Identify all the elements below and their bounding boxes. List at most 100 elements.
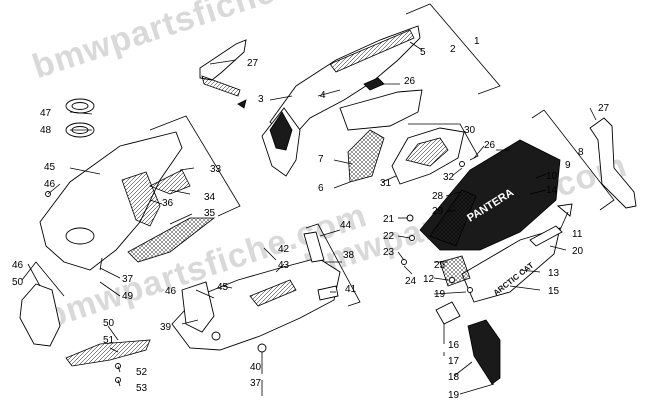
part-25-mesh — [439, 255, 471, 287]
part-belly-hole — [65, 227, 95, 245]
part-label-32: 32 — [443, 172, 455, 183]
part-label-15: 15 — [548, 286, 560, 297]
part-label-31: 31 — [380, 178, 392, 189]
part-18-lower-panel — [467, 319, 501, 385]
part-label-2: 2 — [450, 44, 456, 55]
part-label-8: 8 — [578, 147, 584, 158]
bracket-8-9 — [531, 109, 615, 211]
part-label-19b: 19 — [448, 390, 460, 401]
part-label-47: 47 — [40, 108, 52, 119]
part-label-42: 42 — [278, 244, 290, 255]
part-31-vent-inner — [405, 137, 449, 167]
part-32-screw — [459, 161, 465, 167]
part-label-41: 41 — [345, 284, 357, 295]
part-12-screw — [449, 277, 455, 283]
part-label-26b: 26 — [484, 140, 496, 151]
part-label-30: 30 — [464, 125, 476, 136]
part-50-side-panel — [19, 283, 61, 347]
part-4-windshield-dark — [269, 111, 293, 151]
part-34-panel — [149, 169, 191, 195]
part-bumper-hole — [211, 331, 221, 341]
part-15-side-panel — [461, 227, 561, 303]
part-labels: 1 2 3 4 5 6 7 8 9 10 11 12 13 14 15 16 1… — [12, 36, 610, 401]
part-40-fastener — [257, 343, 267, 353]
part-27-trim-left — [199, 39, 247, 81]
part-label-3: 3 — [258, 94, 264, 105]
part-22-screw — [409, 235, 415, 241]
part-label-9: 9 — [565, 160, 571, 171]
part-label-24: 24 — [405, 276, 417, 287]
part-23-screw — [401, 259, 407, 265]
part-label-4: 4 — [320, 90, 326, 101]
part-19-screw — [467, 287, 473, 293]
part-label-16: 16 — [448, 340, 460, 351]
part-label-25: 25 — [434, 260, 446, 271]
part-42-inner — [249, 279, 297, 307]
part-label-27b: 27 — [598, 103, 610, 114]
part-16-clip — [435, 301, 461, 325]
part-5-windshield-upper — [329, 29, 415, 73]
leader-lines — [27, 41, 597, 396]
part-label-14: 14 — [546, 185, 558, 196]
part-label-45a: 45 — [44, 162, 56, 173]
part-label-10: 10 — [546, 171, 558, 182]
part-label-33: 33 — [210, 164, 222, 175]
part-label-6: 6 — [318, 183, 324, 194]
part-label-37b: 37 — [250, 378, 262, 389]
part-label-38: 38 — [343, 250, 355, 261]
part-41-clip — [317, 285, 339, 301]
part-label-17: 17 — [448, 356, 460, 367]
part-label-45b: 45 — [217, 282, 229, 293]
part-label-50b: 50 — [103, 318, 115, 329]
part-label-50a: 50 — [12, 277, 24, 288]
part-label-43: 43 — [278, 260, 290, 271]
part-label-19a: 19 — [434, 289, 446, 300]
part-label-48: 48 — [40, 125, 52, 136]
part-label-37a: 37 — [122, 274, 134, 285]
part-label-12: 12 — [423, 274, 435, 285]
part-label-46a: 46 — [44, 179, 56, 190]
part-label-5: 5 — [420, 47, 426, 58]
part-label-53: 53 — [136, 383, 148, 394]
part-6-panel-mesh — [347, 129, 385, 183]
part-label-44: 44 — [340, 220, 352, 231]
part-47-gasket-inner — [71, 102, 89, 110]
bracket-50 — [21, 261, 65, 297]
part-label-13: 13 — [548, 268, 560, 279]
part-label-7: 7 — [318, 154, 324, 165]
part-20-bracket — [529, 225, 563, 247]
part-label-26a: 26 — [404, 76, 416, 87]
part-label-11: 11 — [572, 229, 583, 240]
part-label-27a: 27 — [247, 58, 259, 69]
part-7-panel — [339, 89, 423, 131]
part-4-windshield — [269, 25, 421, 141]
part-label-52: 52 — [136, 367, 148, 378]
part-label-46b: 46 — [12, 260, 24, 271]
part-51-plate — [65, 339, 151, 367]
part-label-36: 36 — [162, 198, 174, 209]
part-label-51: 51 — [103, 335, 115, 346]
part-label-29: 29 — [432, 206, 444, 217]
part-label-28: 28 — [432, 191, 444, 202]
part-label-34: 34 — [204, 192, 216, 203]
part-11-bracket — [556, 203, 573, 217]
part-label-46c: 46 — [165, 286, 177, 297]
bracket-1-2 — [405, 3, 501, 95]
arrow-3 — [237, 99, 247, 109]
part-label-39: 39 — [160, 322, 172, 333]
part-label-20: 20 — [572, 246, 584, 257]
part-label-1: 1 — [474, 36, 480, 47]
part-label-23: 23 — [383, 247, 395, 258]
bracket-38 — [305, 223, 361, 307]
part-label-21: 21 — [383, 214, 395, 225]
part-label-35: 35 — [204, 208, 216, 219]
part-label-22: 22 — [383, 231, 395, 242]
part-3-clip — [201, 75, 241, 97]
part-label-18: 18 — [448, 372, 460, 383]
part-hood-mesh — [429, 189, 477, 247]
part-27-trim-right — [589, 117, 637, 209]
part-44-bracket — [303, 231, 325, 263]
part-label-49: 49 — [122, 291, 134, 302]
